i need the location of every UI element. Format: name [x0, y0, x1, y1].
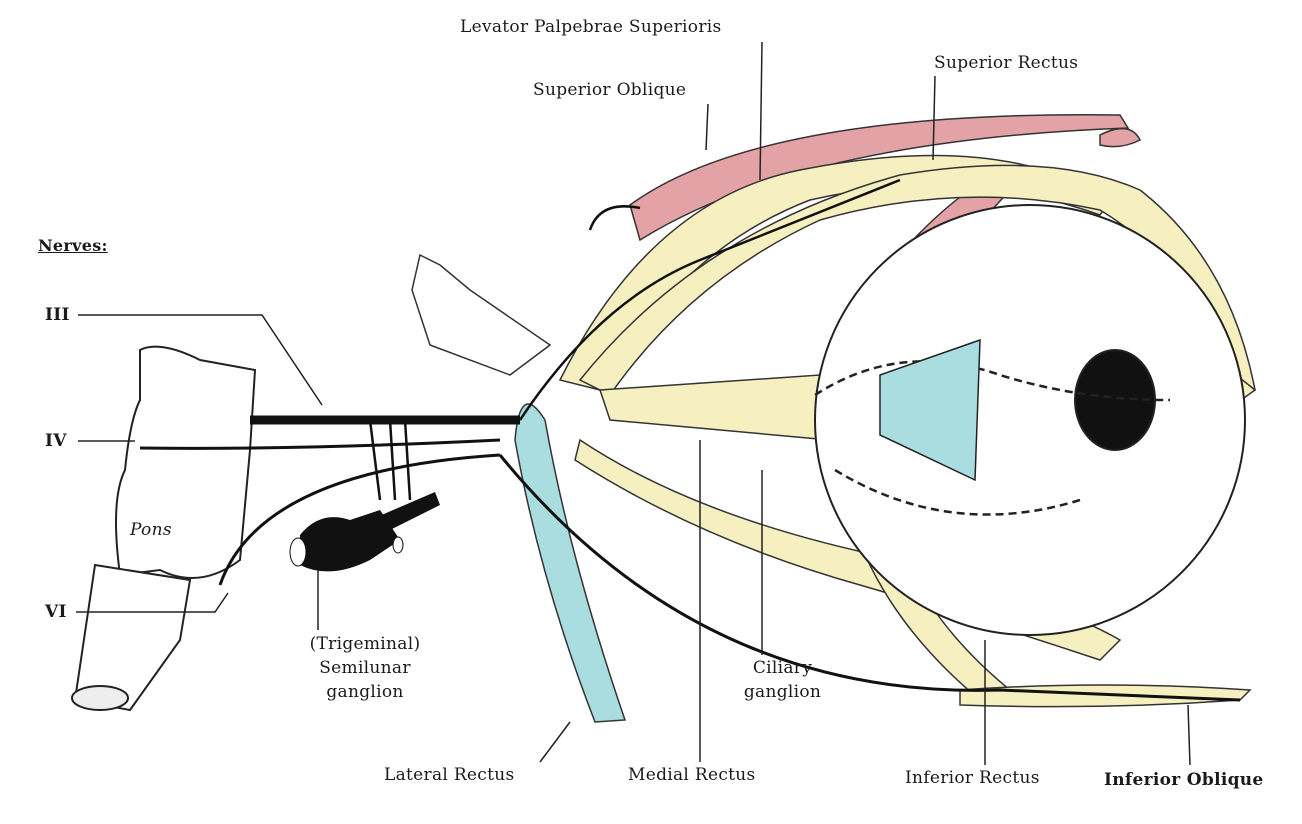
bone-fragment [411, 253, 552, 376]
brainstem [71, 345, 257, 712]
label-trigeminal-line1: (Trigeminal) [309, 634, 421, 654]
label-ciliary-line1: Ciliary [752, 658, 813, 678]
label-trigeminal-line3: ganglion [326, 682, 404, 702]
eyeball [814, 204, 1246, 636]
label-ciliary-ganglion: Ciliary ganglion [720, 656, 845, 704]
label-trigeminal-line2: Semilunar [319, 658, 411, 678]
label-pons: Pons [130, 520, 172, 540]
label-superior-rectus: Superior Rectus [934, 53, 1079, 73]
nerves [139, 178, 1241, 702]
label-levator-palpebrae-superioris: Levator Palpebrae Superioris [460, 17, 722, 37]
trigeminal-ganglion [289, 492, 440, 572]
label-trigeminal-ganglion: (Trigeminal) Semilunar ganglion [300, 632, 430, 704]
label-nerve-vi: VI [45, 602, 67, 622]
label-ciliary-line2: ganglion [743, 682, 822, 702]
leader-lines [76, 41, 1191, 766]
label-lateral-rectus: Lateral Rectus [384, 765, 515, 785]
label-inferior-rectus: Inferior Rectus [905, 768, 1040, 788]
lateral-rectus-muscle [514, 403, 627, 723]
label-medial-rectus: Medial Rectus [628, 765, 756, 785]
label-nerve-iv: IV [45, 431, 67, 451]
label-inferior-oblique: Inferior Oblique [1104, 770, 1264, 790]
label-superior-oblique: Superior Oblique [533, 80, 687, 100]
label-nerves-heading: Nerves: [38, 236, 108, 255]
label-nerve-iii: III [45, 305, 70, 325]
